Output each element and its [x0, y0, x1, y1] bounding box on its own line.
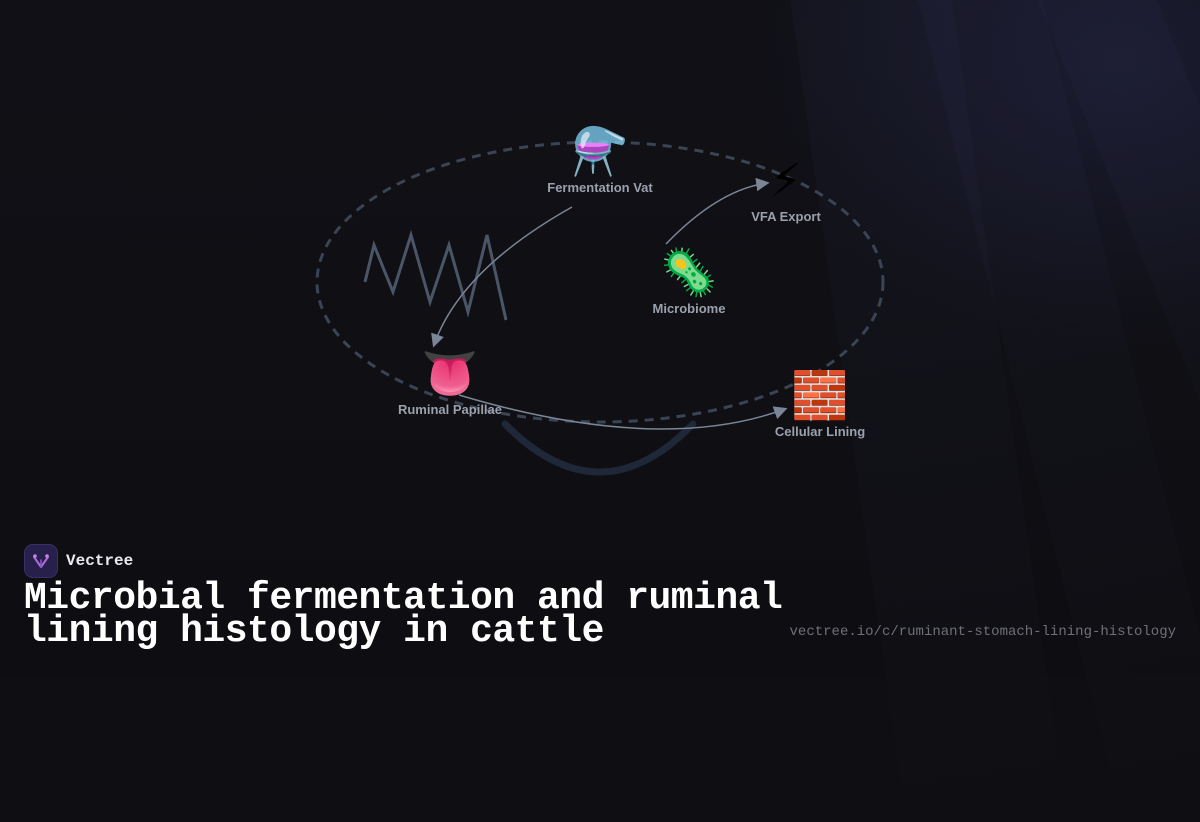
page-title: Microbial fermentation and ruminal linin…	[24, 577, 783, 653]
node-label: Cellular Lining	[774, 424, 866, 439]
rumen-outline	[315, 140, 885, 424]
node-vfa-export: ⚡ VFA Export	[751, 153, 821, 224]
alembic-icon: ⚗️	[571, 125, 629, 177]
tongue-icon: 👅	[421, 347, 479, 399]
brand: Vectree	[24, 544, 133, 578]
node-fermentation-vat: ⚗️ Fermentation Vat	[547, 124, 652, 195]
edge-papillae-to-lining	[458, 394, 788, 430]
node-cellular-lining: 🧱 Cellular Lining	[775, 368, 865, 439]
rumen-bowl-curve	[501, 420, 697, 476]
edge-fermentation-to-papillae	[431, 206, 573, 348]
papillae-zigzag	[363, 229, 508, 321]
source-url: vectree.io/c/ruminant-stomach-lining-his…	[789, 624, 1176, 640]
brand-name: Vectree	[66, 552, 134, 570]
node-label: Microbiome	[652, 301, 726, 316]
brick-icon: 🧱	[791, 369, 849, 421]
edge-microbiome-to-vfa	[665, 177, 770, 245]
diagram-canvas	[315, 140, 885, 476]
microbe-icon: 🦠	[660, 246, 718, 298]
node-ruminal-papillae: 👅 Ruminal Papillae	[398, 346, 502, 417]
node-microbiome: 🦠 Microbiome	[653, 245, 726, 316]
node-label: Fermentation Vat	[547, 180, 653, 195]
node-label: Ruminal Papillae	[397, 402, 503, 417]
logo-mark	[33, 554, 49, 568]
vectree-logo-icon	[24, 544, 58, 578]
lightning-icon: ⚡	[769, 154, 803, 206]
node-label: VFA Export	[751, 209, 821, 224]
